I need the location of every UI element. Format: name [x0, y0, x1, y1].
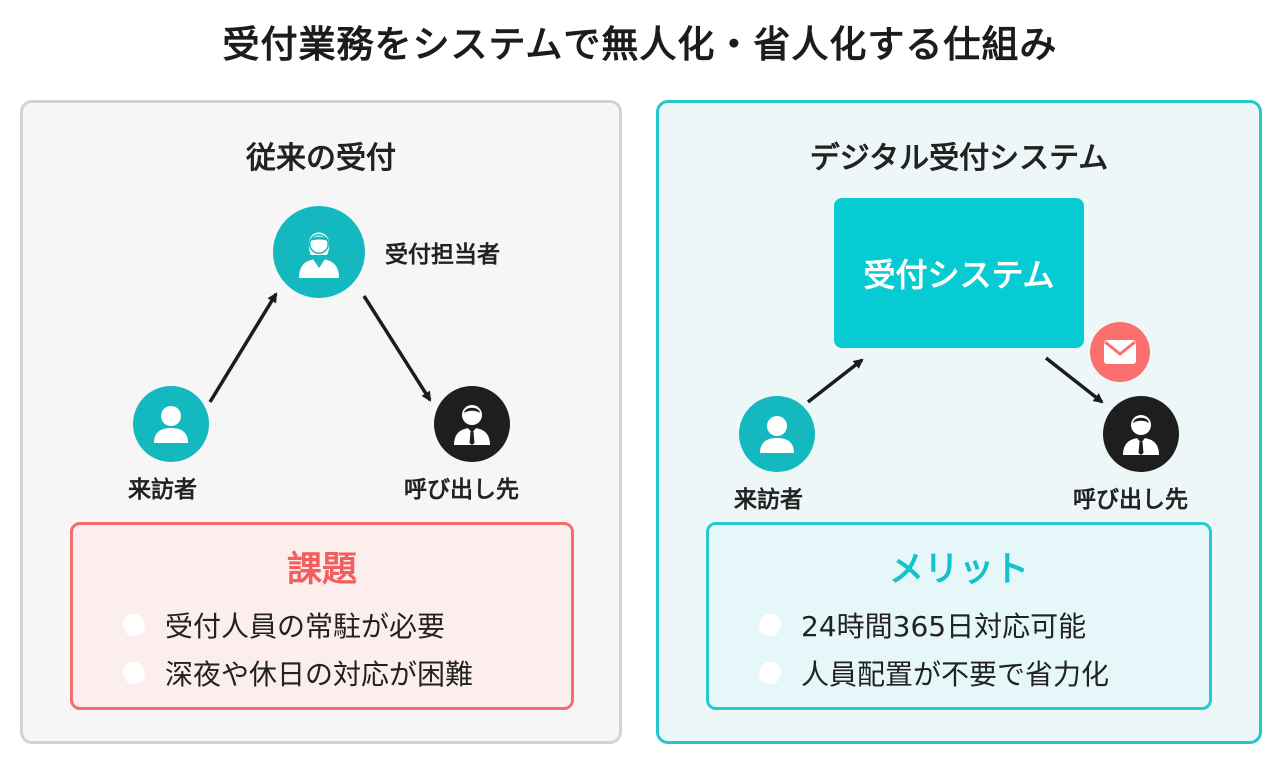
visitor-label: 来訪者 — [128, 477, 197, 503]
staff-label: 受付担当者 — [385, 242, 500, 268]
callee-label: 呼び出し先 — [404, 477, 519, 503]
issue-text: 受付人員の常駐が必要 — [165, 610, 446, 643]
callee-label-digital: 呼び出し先 — [1073, 487, 1188, 513]
receptionist-woman-icon — [273, 206, 365, 298]
callee-businessman-icon — [434, 386, 510, 462]
panel-title-digital: デジタル受付システム — [809, 141, 1109, 176]
reception-system-box: 受付システム — [834, 198, 1084, 348]
envelope-icon — [1090, 322, 1150, 382]
bullet-dot — [759, 662, 781, 684]
list-item: 受付人員の常駐が必要 — [123, 601, 473, 649]
merit-text: 24時間365日対応可能 — [801, 610, 1087, 643]
issues-list: 受付人員の常駐が必要 深夜や休日の対応が困難 — [123, 601, 473, 697]
merit-text: 人員配置が不要で省力化 — [801, 658, 1110, 691]
visitor-person-icon — [133, 386, 209, 462]
issues-title: 課題 — [286, 550, 357, 590]
bullet-dot — [123, 614, 145, 636]
bullet-dot — [759, 614, 781, 636]
callee-businessman-icon-digital — [1103, 396, 1179, 472]
merits-title: メリット — [888, 550, 1029, 590]
visitor-person-icon-digital — [739, 396, 815, 472]
merits-card: メリット 24時間365日対応可能 人員配置が不要で省力化 — [706, 522, 1212, 710]
list-item: 深夜や休日の対応が困難 — [123, 649, 473, 697]
bullet-dot — [123, 662, 145, 684]
panel-title-traditional: 従来の受付 — [246, 141, 396, 176]
list-item: 24時間365日対応可能 — [759, 601, 1109, 649]
list-item: 人員配置が不要で省力化 — [759, 649, 1109, 697]
merits-list: 24時間365日対応可能 人員配置が不要で省力化 — [759, 601, 1109, 697]
visitor-label-digital: 来訪者 — [734, 487, 803, 513]
issue-text: 深夜や休日の対応が困難 — [165, 658, 474, 691]
page-title: 受付業務をシステムで無人化・省人化する仕組み — [222, 23, 1058, 66]
issues-card: 課題 受付人員の常駐が必要 深夜や休日の対応が困難 — [70, 522, 574, 710]
